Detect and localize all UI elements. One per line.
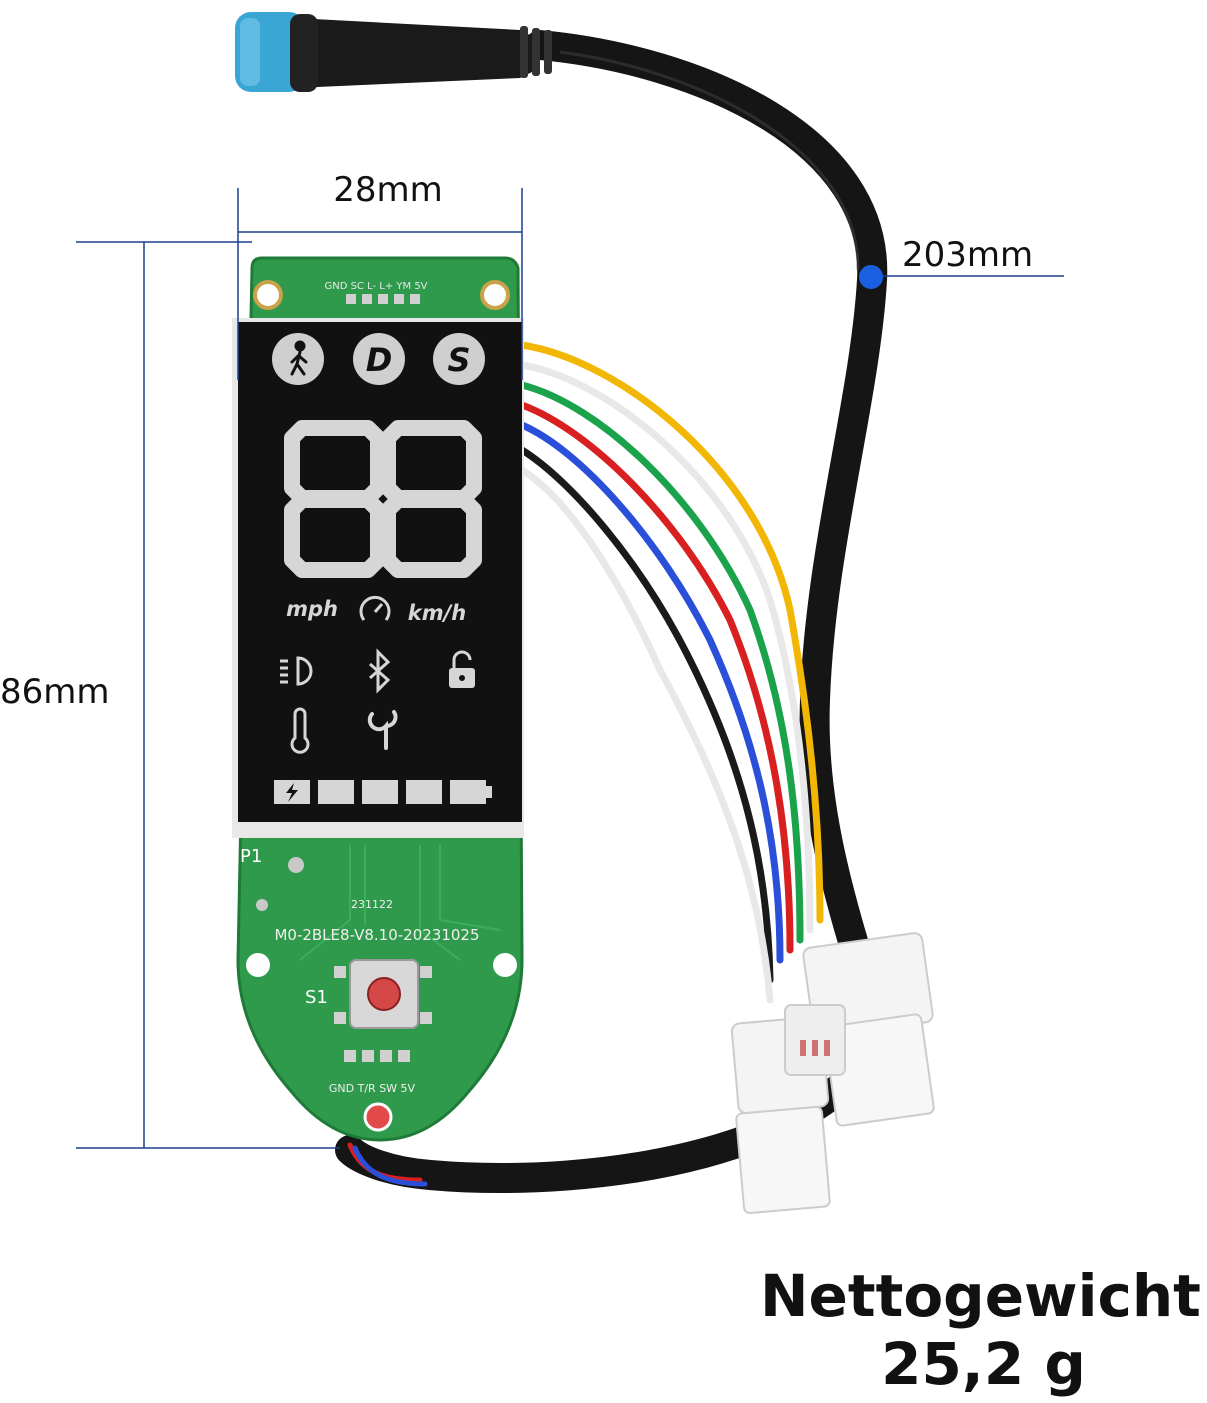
unit-mph: mph <box>286 597 338 621</box>
pcb-label-s1: S1 <box>305 987 328 1008</box>
speed-digits <box>284 420 482 578</box>
pcb-top-pin-labels: GND SC L- L+ YM 5V <box>324 281 427 292</box>
main-cable <box>335 30 896 1193</box>
wrench-icon <box>367 710 398 750</box>
jst-connectors <box>730 932 935 1215</box>
headlight-icon <box>280 656 313 686</box>
walking-person-icon <box>290 340 308 376</box>
battery-icon <box>274 780 492 804</box>
net-weight-title: Nettogewicht: <box>760 1262 1207 1330</box>
lcd-display: D S mph km/h <box>232 318 524 838</box>
width-dimension-label: 28mm <box>333 170 443 210</box>
mode-d-label: D <box>366 341 393 379</box>
bottom-wire-bundle <box>347 1142 428 1187</box>
mode-s-label: S <box>447 341 470 379</box>
pcb-bottom-pin-labels: GND T/R SW 5V <box>329 1082 416 1095</box>
thermometer-icon <box>290 707 310 754</box>
cable-connector <box>235 12 552 92</box>
lock-icon <box>449 650 475 688</box>
signal-wires <box>518 341 824 1004</box>
dimension-lines <box>76 188 1064 1149</box>
bluetooth-icon <box>369 648 391 694</box>
cable-length-marker <box>859 265 883 289</box>
height-dimension-label: 86mm <box>0 672 110 712</box>
pcb-label-p1: P1 <box>240 846 262 867</box>
net-weight-value: 25,2 g <box>881 1330 1086 1398</box>
speedometer-icon <box>359 595 391 621</box>
unit-kmh: km/h <box>408 601 466 625</box>
pcb-board-id: M0-2BLE8-V8.10-20231025 <box>274 926 479 944</box>
pcb-date-code: 231122 <box>351 898 393 911</box>
cable-length-label: 203mm <box>902 235 1034 275</box>
